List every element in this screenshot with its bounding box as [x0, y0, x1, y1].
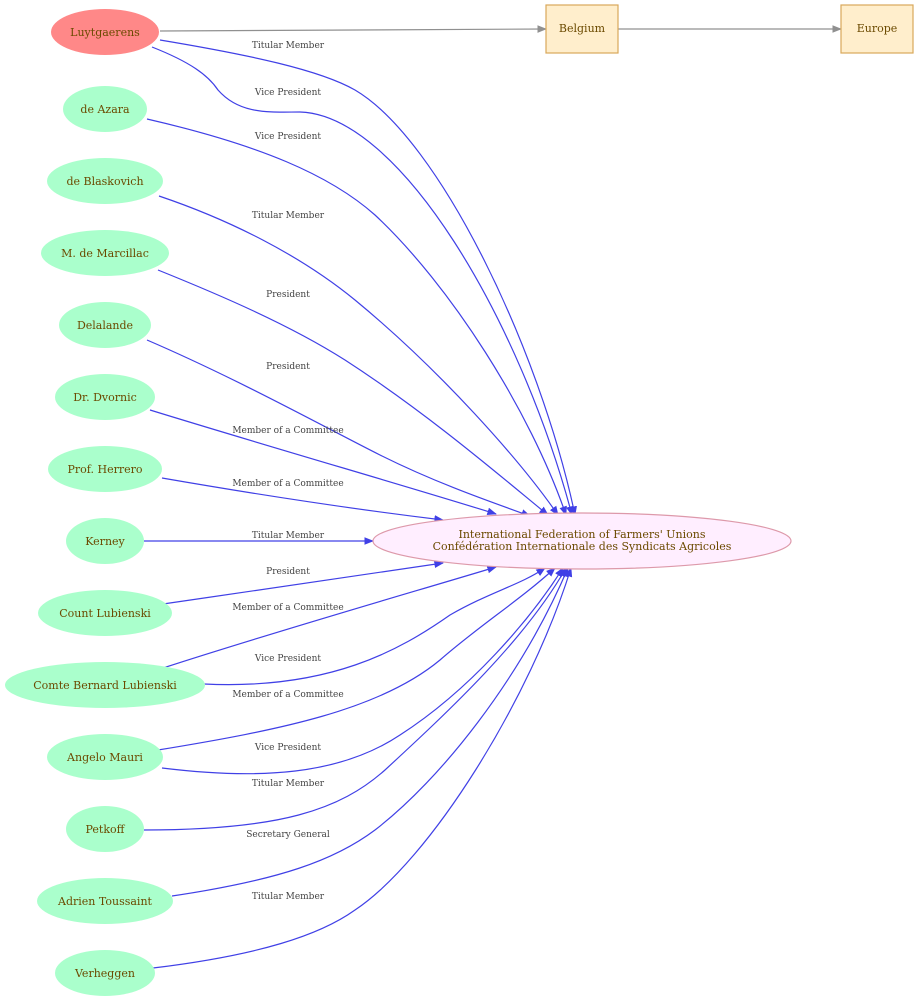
person-label: Adrien Toussaint — [57, 895, 152, 908]
edge-label: President — [266, 290, 310, 300]
person-node-adrien-toussaint[interactable]: Adrien Toussaint — [37, 878, 173, 924]
edge-label: Titular Member — [252, 531, 325, 541]
person-node-m-de-marcillac[interactable]: M. de Marcillac — [41, 230, 169, 276]
edge-path — [162, 565, 497, 669]
person-label: Prof. Herrero — [68, 463, 143, 476]
edge-path — [161, 477, 444, 523]
edge-path — [162, 560, 444, 605]
person-node-angelo-mauri[interactable]: Angelo Mauri — [47, 734, 163, 780]
person-label: Verheggen — [74, 967, 135, 980]
person-node-prof-herrero[interactable]: Prof. Herrero — [48, 446, 162, 492]
person-label: Dr. Dvornic — [73, 391, 137, 404]
person-label: Petkoff — [86, 823, 126, 836]
person-label: M. de Marcillac — [61, 247, 149, 260]
edge-path — [203, 567, 546, 686]
edge-label: President — [266, 567, 310, 577]
person-label: Comte Bernard Lubienski — [33, 679, 177, 692]
person-node-count-lubienski[interactable]: Count Lubienski — [38, 590, 172, 636]
edge-path — [157, 269, 549, 516]
organisation-name-french: Confédération Internationale des Syndica… — [433, 540, 732, 553]
person-node-delalande[interactable]: Delalande — [59, 302, 151, 348]
edge-label: Vice President — [254, 132, 322, 142]
edge-path — [161, 567, 564, 775]
organisation-node[interactable]: International Federation of Farmers' Uni… — [372, 512, 792, 570]
edge-label: Secretary General — [246, 830, 330, 840]
person-label: Delalande — [77, 319, 133, 332]
edge-path — [143, 567, 567, 831]
edge-label: President — [266, 362, 310, 372]
edge-label: Vice President — [254, 88, 322, 98]
person-node-kerney[interactable]: Kerney — [66, 518, 144, 564]
person-node-verheggen[interactable]: Verheggen — [55, 950, 155, 996]
person-label: Count Lubienski — [59, 607, 151, 620]
edge-label: Titular Member — [252, 41, 325, 51]
edge-path — [146, 118, 567, 516]
edge-path — [152, 567, 573, 969]
place-label: Europe — [857, 22, 898, 35]
place-node-europe[interactable]: Europe — [840, 4, 914, 54]
person-node-de-azara[interactable]: de Azara — [63, 86, 147, 132]
person-label: Kerney — [85, 535, 125, 548]
person-label: Luytgaerens — [70, 26, 140, 39]
edge-path — [149, 409, 497, 516]
edge-path — [157, 567, 556, 751]
edge-path — [171, 567, 569, 897]
edge-label: Vice President — [254, 743, 322, 753]
edge-path — [146, 339, 531, 517]
edge-label: Titular Member — [252, 211, 325, 221]
edge-labels: Titular Member Vice President Vice Presi… — [232, 41, 343, 902]
organisation-name-english: International Federation of Farmers' Uni… — [458, 528, 705, 541]
edge-label: Member of a Committee — [232, 479, 343, 489]
person-node-luytgaerens[interactable]: Luytgaerens — [51, 9, 159, 55]
edge-label: Titular Member — [252, 892, 325, 902]
edge-label: Member of a Committee — [232, 426, 343, 436]
person-label: de Blaskovich — [66, 175, 143, 188]
edge-label: Member of a Committee — [232, 690, 343, 700]
edge-path — [159, 39, 577, 516]
edge-label: Vice President — [254, 654, 322, 664]
place-label: Belgium — [559, 22, 606, 35]
person-node-petkoff[interactable]: Petkoff — [66, 806, 144, 852]
place-node-belgium[interactable]: Belgium — [545, 4, 619, 54]
person-node-comte-bernard-lubienski[interactable]: Comte Bernard Lubienski — [5, 662, 205, 708]
person-node-de-blaskovich[interactable]: de Blaskovich — [47, 158, 163, 204]
edge-luytgaerens-belgium — [159, 25, 547, 33]
edges-to-organisation — [143, 39, 577, 969]
edge-label: Titular Member — [252, 779, 325, 789]
edge-path — [158, 195, 559, 516]
person-node-dr-dvornic[interactable]: Dr. Dvornic — [55, 374, 155, 420]
edge-label: Member of a Committee — [232, 603, 343, 613]
person-label: Angelo Mauri — [66, 751, 143, 764]
edge-path — [151, 46, 574, 516]
person-label: de Azara — [80, 103, 130, 116]
